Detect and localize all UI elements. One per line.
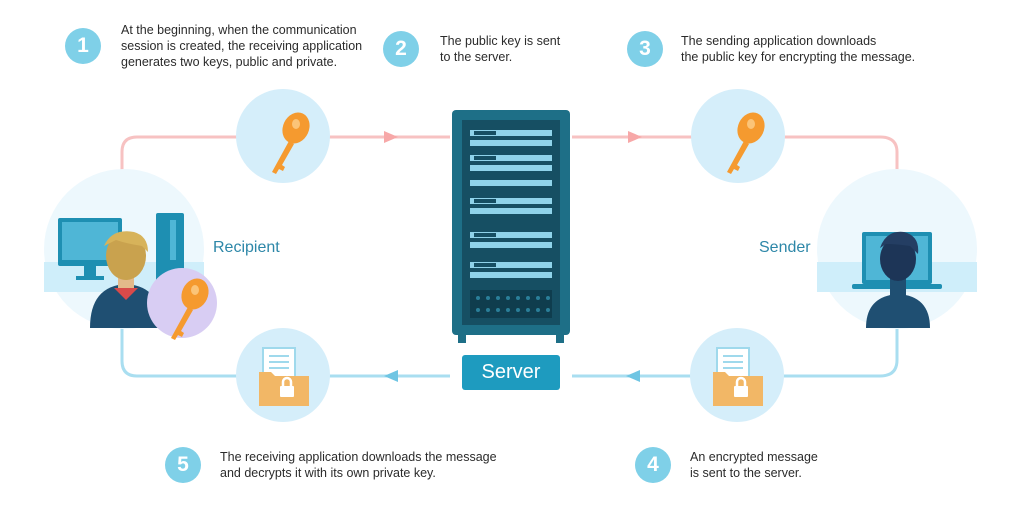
encrypted-message-route	[120, 322, 899, 378]
step-number-badge: 5	[165, 447, 201, 483]
encrypted-folder-icon	[690, 328, 784, 422]
step-5: 5 The receiving application downloads th…	[165, 447, 497, 483]
step-description: The sending application downloads the pu…	[681, 34, 916, 64]
step-number-badge: 2	[383, 31, 419, 67]
step-1: 1 At the beginning, when the communicati…	[65, 22, 362, 70]
step-description: The receiving application downloads the …	[220, 450, 497, 480]
step-4: 4 An encrypted message is sent to the se…	[635, 447, 818, 483]
step-3: 3 The sending application downloads the …	[627, 31, 915, 67]
public-key-route	[120, 135, 899, 190]
server-label: Server	[462, 355, 560, 390]
public-key-icon	[691, 89, 785, 183]
step-description: At the beginning, when the communication…	[121, 23, 363, 69]
arrow-to-server-bottom	[626, 370, 640, 382]
step-description: The public key is sent to the server.	[440, 34, 561, 64]
sender-illustration	[817, 169, 977, 329]
recipient-label: Recipient	[213, 239, 280, 256]
arrow-to-server	[384, 131, 398, 143]
private-key-icon	[147, 268, 217, 340]
step-number-badge: 3	[627, 31, 663, 67]
server-rack-icon	[452, 110, 570, 343]
step-description: An encrypted message is sent to the serv…	[690, 450, 818, 480]
arrow-to-sender-head	[628, 131, 642, 143]
step-number-badge: 4	[635, 447, 671, 483]
step-number-badge: 1	[65, 28, 101, 64]
step-2: 2 The public key is sent to the server.	[383, 31, 560, 67]
public-key-icon	[236, 89, 330, 183]
encrypted-folder-icon	[236, 328, 330, 422]
sender-label: Sender	[759, 239, 811, 256]
arrow-to-recipient-bottom	[384, 370, 398, 382]
